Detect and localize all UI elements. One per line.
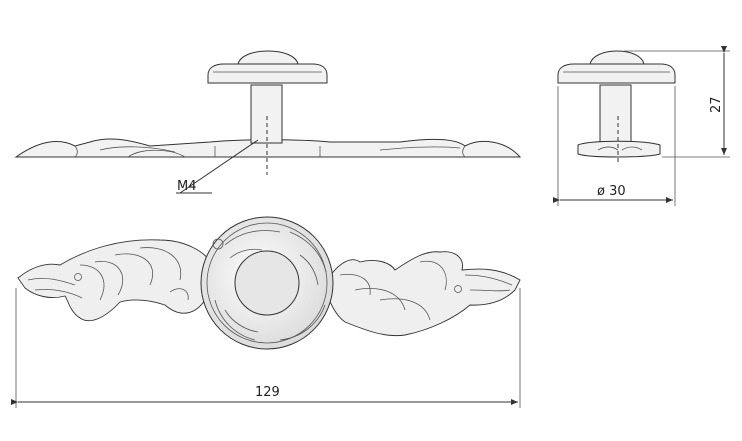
thread-label: M4 xyxy=(177,179,197,194)
left-ornament xyxy=(17,239,211,322)
right-ornament xyxy=(324,251,521,337)
side-elevation-view: 27 ø 30 xyxy=(553,46,730,206)
plan-view: 129 xyxy=(11,216,521,408)
knob-head xyxy=(207,63,328,84)
knob-stem xyxy=(250,84,283,144)
height-dimension: 27 xyxy=(709,96,724,113)
length-dimension: 129 xyxy=(255,385,280,400)
front-elevation-view: M4 xyxy=(14,50,522,194)
diameter-dimension: ø 30 xyxy=(597,184,626,199)
